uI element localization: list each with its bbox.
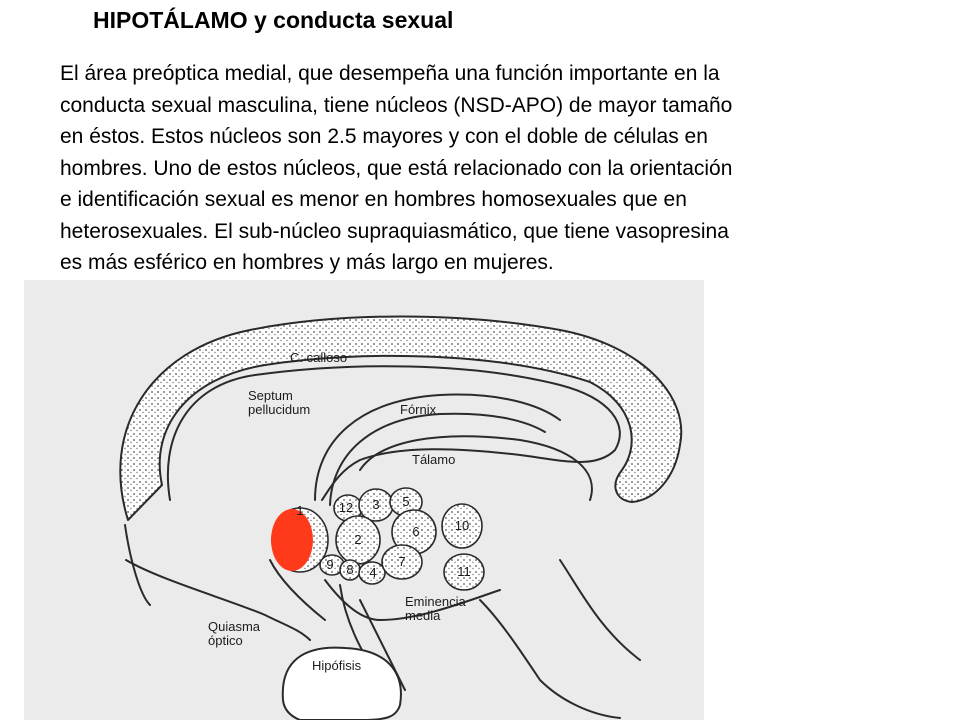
pituitary [281,646,402,720]
nucleus-label: 12 [339,500,353,515]
nucleus-label: 7 [398,554,405,569]
corpus-callosum [119,315,683,521]
nucleus-label: 4 [369,565,376,580]
label-median-eminence: media [405,608,441,623]
body-line: El área preóptica medial, que desempeña … [60,62,720,85]
nucleus-label: 10 [455,518,469,533]
hypothalamus-sagittal-diagram: 12 3 5 2 6 10 9 8 4 7 11 1 C. calloso Se… [24,280,704,720]
nucleus-label: 3 [372,497,379,512]
label-pituitary: Hipófisis [312,658,362,673]
body-line: en éstos. Estos núcleos son 2.5 mayores … [60,125,708,148]
nucleus-4 [358,561,386,585]
body-line: es más esférico en hombres y más largo e… [60,251,554,274]
nucleus-label: 11 [457,564,471,579]
highlight-marker [271,509,313,571]
fornix [314,393,561,501]
nucleus-11 [443,553,485,591]
body-line: conducta sexual masculina, tiene núcleos… [60,93,733,117]
nucleus-7 [381,544,423,580]
nucleus-label: 1 [296,503,303,518]
septum-pellucidum-outline [166,365,621,501]
nucleus-label: 6 [412,524,419,539]
label-fornix: Fórnix [400,402,437,417]
nucleus-10 [441,503,483,549]
nucleus-label: 2 [354,532,361,547]
label-optic-chiasm: Quiasma [208,619,261,634]
body-line: heterosexuales. El sub-núcleo supraquias… [60,219,729,243]
label-optic-chiasm: óptico [208,633,243,648]
label-septum: pellucidum [248,402,310,417]
label-median-eminence: Eminencia [405,594,466,609]
thalamus-outline [359,435,593,501]
label-thalamus: Tálamo [412,452,455,467]
brainstem [479,599,621,719]
label-corpus-callosum: C. calloso [290,350,347,365]
body-line: hombres. Uno de estos núcleos, que está … [60,156,733,180]
nucleus-label: 9 [326,557,333,572]
body-paragraph: El área preóptica medial, que desempeña … [60,58,940,279]
slide-title: HIPOTÁLAMO y conducta sexual [93,7,454,33]
optic-chiasm [125,559,311,641]
nucleus-label: 5 [402,494,409,509]
nucleus-label: 8 [346,562,353,577]
body-line: e identificación sexual es menor en homb… [60,188,687,211]
label-septum: Septum [248,388,293,403]
